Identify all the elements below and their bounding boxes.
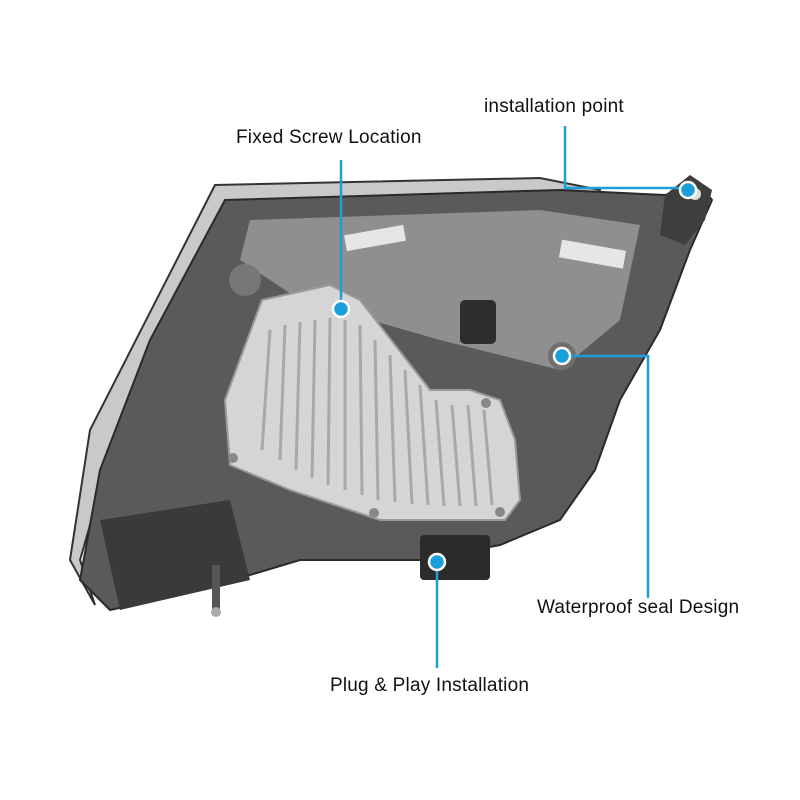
- wire-stub: [212, 565, 220, 610]
- callout-fixed-screw-location: Fixed Screw Location: [236, 127, 422, 148]
- callout-dot-installation-point: [678, 180, 698, 200]
- callout-installation-point: installation point: [484, 96, 624, 117]
- screws: [228, 398, 505, 518]
- rubber-cap: [229, 264, 261, 296]
- heatsink-fins: [260, 317, 494, 507]
- callout-dot-waterproof-seal: [552, 346, 572, 366]
- wire-end: [211, 607, 221, 617]
- callout-plug-play: Plug & Play Installation: [330, 675, 530, 696]
- callout-lines: [339, 126, 688, 668]
- callout-dot-plug-play: [427, 552, 447, 572]
- slot: [344, 224, 406, 252]
- slot: [558, 239, 627, 269]
- callout-waterproof-seal: Waterproof seal Design: [537, 597, 740, 618]
- bulb-socket: [460, 300, 496, 344]
- callout-dot-fixed-screw: [331, 299, 351, 319]
